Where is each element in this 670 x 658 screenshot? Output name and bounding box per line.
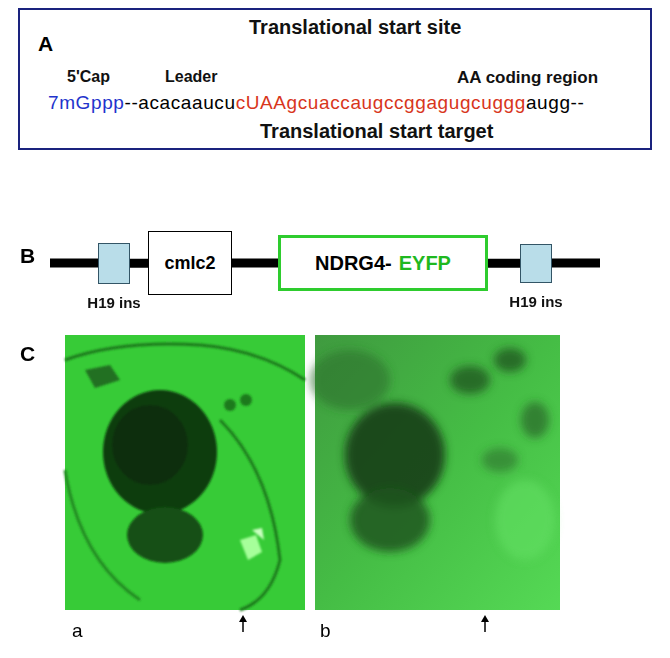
- gene-name: EYFP: [399, 252, 451, 275]
- target-title: Translational start target: [260, 120, 493, 143]
- promoter-name: cmlc2: [164, 253, 215, 274]
- region-label: Leader: [165, 68, 217, 86]
- panel-frame: A Translational start site 5'Cap Leader AA c…: [18, 8, 652, 150]
- gene-box: NDRG4- EYFP: [278, 235, 488, 291]
- fluorescence-image-b: [310, 335, 560, 610]
- image-letter: b: [320, 620, 331, 642]
- construct-line-end: [551, 259, 600, 268]
- pointer-arrow-head: [481, 615, 489, 622]
- panel-letter: B: [20, 244, 35, 268]
- sequence-line: 7mGppp--acacaaucucUAAgcuaccaugccggagugcu…: [48, 92, 584, 114]
- site-title: Translational start site: [249, 16, 461, 39]
- sequence-segment: cUAAgcuaccaugccggagugcuggg: [236, 92, 526, 113]
- pointer-arrow-head: [239, 615, 247, 622]
- sequence-segment: augg--: [526, 92, 585, 113]
- image-letter: a: [72, 620, 83, 642]
- sequence-segment: 7mGppp: [48, 92, 124, 113]
- promoter-box: cmlc2: [148, 231, 232, 295]
- construct-line-end: [50, 259, 99, 268]
- construct-line: [488, 259, 520, 268]
- gene-name: NDRG4-: [315, 252, 392, 275]
- insulator-box: H19 ins: [520, 244, 552, 283]
- panel-letter: C: [20, 342, 35, 366]
- construct-line: [130, 259, 148, 268]
- fluorescence-image-a: [65, 335, 305, 610]
- insulator-label: H19 ins: [87, 294, 140, 311]
- panel-letter: A: [38, 32, 53, 56]
- construct-line: [232, 259, 278, 268]
- insulator-label: H19 ins: [509, 293, 562, 310]
- region-label: AA coding region: [457, 68, 598, 88]
- insulator-box: H19 ins: [98, 243, 130, 284]
- region-label: 5'Cap: [67, 68, 110, 86]
- sequence-segment: --acacaaucu: [124, 92, 235, 113]
